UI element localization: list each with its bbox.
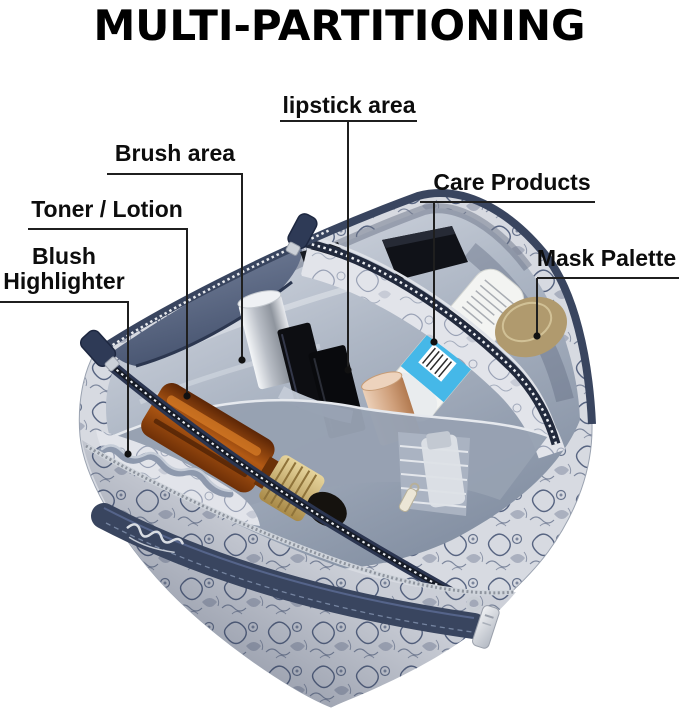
page-title: MULTI-PARTITIONING <box>93 1 586 50</box>
back-zipper-teeth <box>305 241 558 445</box>
brand-logo-charm <box>126 523 184 554</box>
strap-stitching <box>105 522 473 633</box>
black-compact-top <box>382 226 455 248</box>
label-blush-line2: Highlighter <box>3 268 125 294</box>
zipper-charm <box>472 605 500 649</box>
front-panel-shading <box>82 440 516 707</box>
bag <box>78 189 596 708</box>
brush-pointer-dot <box>238 356 246 364</box>
back-divider-band <box>300 248 566 459</box>
tube-text-lines <box>461 279 515 326</box>
ruched-elastic-edge <box>96 445 234 498</box>
blush-pointer-dot <box>124 450 132 458</box>
label-mask-palette: Mask Palette <box>536 245 677 271</box>
gold-cap-ribs <box>263 457 318 517</box>
rim-binding <box>91 189 596 425</box>
front-silver-zipper-teeth <box>85 444 515 595</box>
charm-ring <box>466 596 482 612</box>
strap-top-highlight <box>103 507 475 619</box>
back-zipper-piping <box>305 234 560 439</box>
tube-barcode <box>418 344 457 382</box>
lipstick-pointer-dot <box>344 366 352 374</box>
label-brush-area: Brush area <box>114 140 236 166</box>
left-zipper-pull <box>79 329 120 372</box>
frosted-bottle <box>421 431 466 508</box>
toner-pointer-dot <box>183 392 191 400</box>
top-zipper-pull <box>285 213 318 256</box>
front-zipper-teeth <box>111 365 469 603</box>
mask-pointer-dot <box>533 332 541 340</box>
inner-zipper-pull <box>398 482 420 513</box>
palette-highlight <box>501 301 553 343</box>
label-blush-highlighter: Blush Highlighter <box>0 244 130 294</box>
care-pointer-dot <box>430 338 438 346</box>
label-toner-lotion: Toner / Lotion <box>31 196 183 222</box>
label-lipstick-area: lipstick area <box>282 92 416 118</box>
chrome-toner-bottle <box>237 290 302 390</box>
left-flap <box>112 240 302 366</box>
black-perfume-bottle <box>277 322 329 408</box>
ruched-blush-pocket <box>96 430 260 526</box>
label-blush-line1: Blush <box>32 243 96 269</box>
label-care-products: Care Products <box>433 169 591 195</box>
ruched-elastic-highlight <box>100 444 234 493</box>
